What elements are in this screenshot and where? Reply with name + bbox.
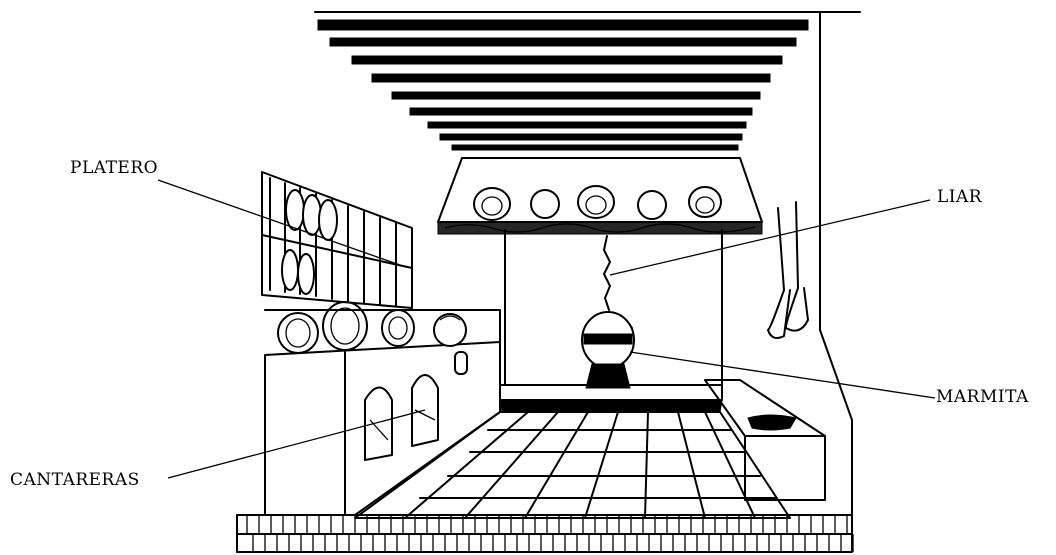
hood: [438, 158, 762, 234]
cantareras-counter: [265, 342, 500, 515]
room-walls: [505, 12, 852, 520]
tiled-floor: [355, 412, 790, 518]
label-platero: PLATERO: [70, 158, 158, 178]
hanging-ladles: [768, 202, 808, 338]
counter-jars: [265, 302, 500, 355]
label-marmita: MARMITA: [936, 387, 1029, 407]
cauldron: [582, 236, 634, 388]
ceiling-cornice: [315, 12, 860, 150]
front-step: [237, 515, 853, 552]
plate-rack: [262, 172, 412, 308]
label-cantareras: CANTARERAS: [10, 470, 140, 490]
label-liar: LIAR: [937, 187, 982, 207]
hearth: [500, 385, 722, 412]
